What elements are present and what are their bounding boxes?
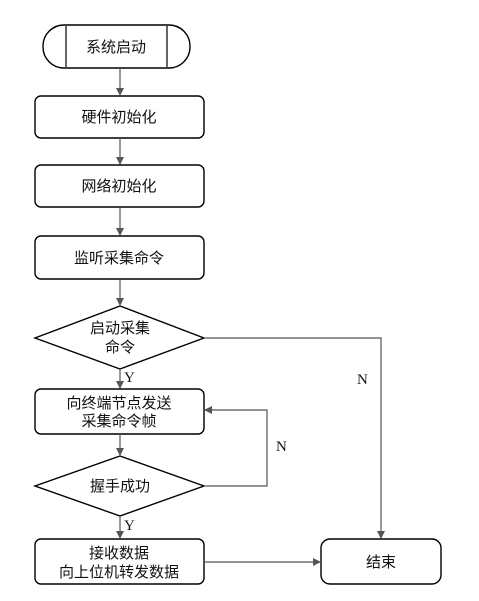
listen-label: 监听采集命令 (74, 249, 164, 267)
handshake-label: 握手成功 (90, 477, 150, 495)
send-label-line2: 采集命令帧 (81, 412, 156, 430)
recv-box: 接收数据 向上位机转发数据 (34, 538, 205, 585)
hw-init-label: 硬件初始化 (81, 108, 156, 126)
net-init-label: 网络初始化 (81, 177, 156, 195)
start-label: 系统启动 (86, 38, 146, 56)
end-label: 结束 (366, 553, 396, 571)
label-handshake-no: N (276, 439, 287, 455)
hw-init-box: 硬件初始化 (34, 95, 205, 139)
label-start-no: N (357, 372, 368, 388)
label-handshake-yes: Y (124, 518, 135, 534)
start-check-label-line1: 启动采集 (90, 319, 150, 337)
recv-label-line1: 接收数据 (89, 544, 149, 562)
handshake-diamond: 握手成功 (32, 455, 207, 517)
label-start-yes: Y (124, 370, 135, 386)
recv-label-line2: 向上位机转发数据 (59, 563, 179, 581)
start-terminator: 系统启动 (42, 24, 191, 69)
listen-box: 监听采集命令 (34, 235, 205, 280)
edge-handshake-retry (204, 406, 268, 487)
send-box: 向终端节点发送 采集命令帧 (34, 388, 205, 435)
net-init-box: 网络初始化 (34, 164, 205, 208)
end-box: 结束 (320, 538, 442, 585)
start-check-label-line2: 命令 (105, 338, 135, 356)
send-label-line1: 向终端节点发送 (66, 394, 171, 412)
edge-startcheck-end (204, 337, 385, 539)
start-check-diamond: 启动采集 命令 (32, 305, 206, 370)
